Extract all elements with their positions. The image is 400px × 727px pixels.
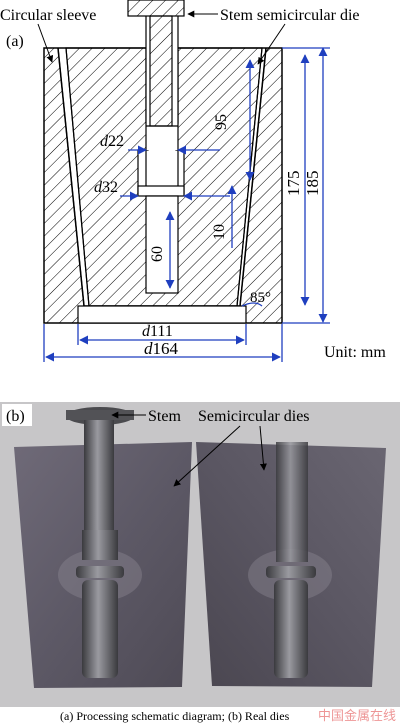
left-die-plate xyxy=(14,442,192,688)
right-die-plate xyxy=(196,442,386,687)
dim-60: 60 xyxy=(149,246,166,262)
stem-punch xyxy=(127,0,185,186)
dim-d22: d22 xyxy=(100,133,124,150)
unit-label: Unit: mm xyxy=(324,344,386,361)
dim-185: 185 xyxy=(303,171,322,197)
base-plate xyxy=(77,305,247,324)
stem-part-right xyxy=(266,442,316,678)
panel-a-tag: (a) xyxy=(6,33,24,50)
label-circular-sleeve: Circular sleeve xyxy=(0,7,96,24)
dim-angle: 85° xyxy=(250,290,271,306)
panel-b-tag: (b) xyxy=(6,408,25,425)
panel-b-photo: (b) Stem Semicircular dies xyxy=(0,402,400,707)
dim-d32: d32 xyxy=(94,179,118,196)
dim-95: 95 xyxy=(213,114,230,130)
panel-a-schematic: (a) Circular sleeve Stem semicircular di… xyxy=(0,0,386,362)
dimension-lines xyxy=(43,47,330,362)
watermark: 中国金属在线 xyxy=(318,708,396,724)
label-stem-die: Stem semicircular die xyxy=(220,7,360,24)
dim-10: 10 xyxy=(211,224,228,240)
dim-175: 175 xyxy=(284,171,303,197)
label-semicircular-dies: Semicircular dies xyxy=(198,408,310,425)
dim-d164: d164 xyxy=(144,339,179,358)
label-stem: Stem xyxy=(148,408,181,425)
stem-part xyxy=(66,407,134,678)
figure-caption: (a) Processing schematic diagram; (b) Re… xyxy=(60,709,290,723)
dim-d111: d111 xyxy=(142,323,173,340)
